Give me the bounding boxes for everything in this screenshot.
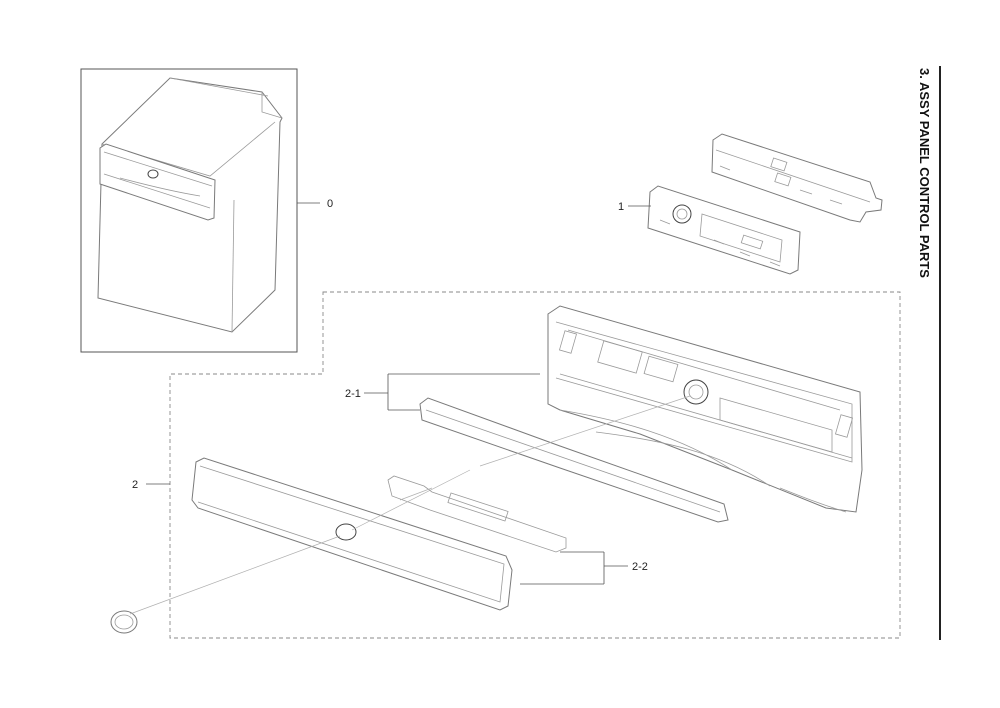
part-0-appliance	[80, 68, 298, 353]
leader-2-2	[520, 551, 628, 585]
projection-lines	[129, 395, 691, 615]
front-panel-body	[191, 457, 513, 611]
trim-strip	[419, 397, 729, 523]
part-1-pcb	[647, 133, 883, 275]
pcb-back-board	[711, 133, 883, 223]
callout-2: 2	[132, 479, 138, 491]
callout-0: 0	[327, 198, 333, 210]
knob	[110, 610, 138, 634]
part-2-2-film	[387, 475, 567, 553]
part-2-1-trim	[419, 397, 729, 523]
front-panel-cover	[191, 457, 513, 611]
knob-part	[110, 610, 138, 634]
leader-2-1	[364, 373, 540, 411]
pcb-front-board	[647, 185, 801, 275]
part-0-frame	[80, 68, 298, 353]
section-title: 3. ASSY PANEL CONTROL PARTS	[917, 68, 932, 278]
film-outline	[387, 475, 567, 553]
callout-1: 1	[618, 201, 624, 213]
control-panel-frame	[547, 305, 863, 513]
panel-frame-body	[547, 305, 863, 513]
section-title-text: 3. ASSY PANEL CONTROL PARTS	[917, 68, 932, 278]
callout-2-2: 2-2	[632, 561, 648, 573]
part-2-group-outline	[169, 291, 901, 639]
appliance-control-panel	[99, 143, 216, 221]
callout-2-1: 2-1	[345, 388, 361, 400]
